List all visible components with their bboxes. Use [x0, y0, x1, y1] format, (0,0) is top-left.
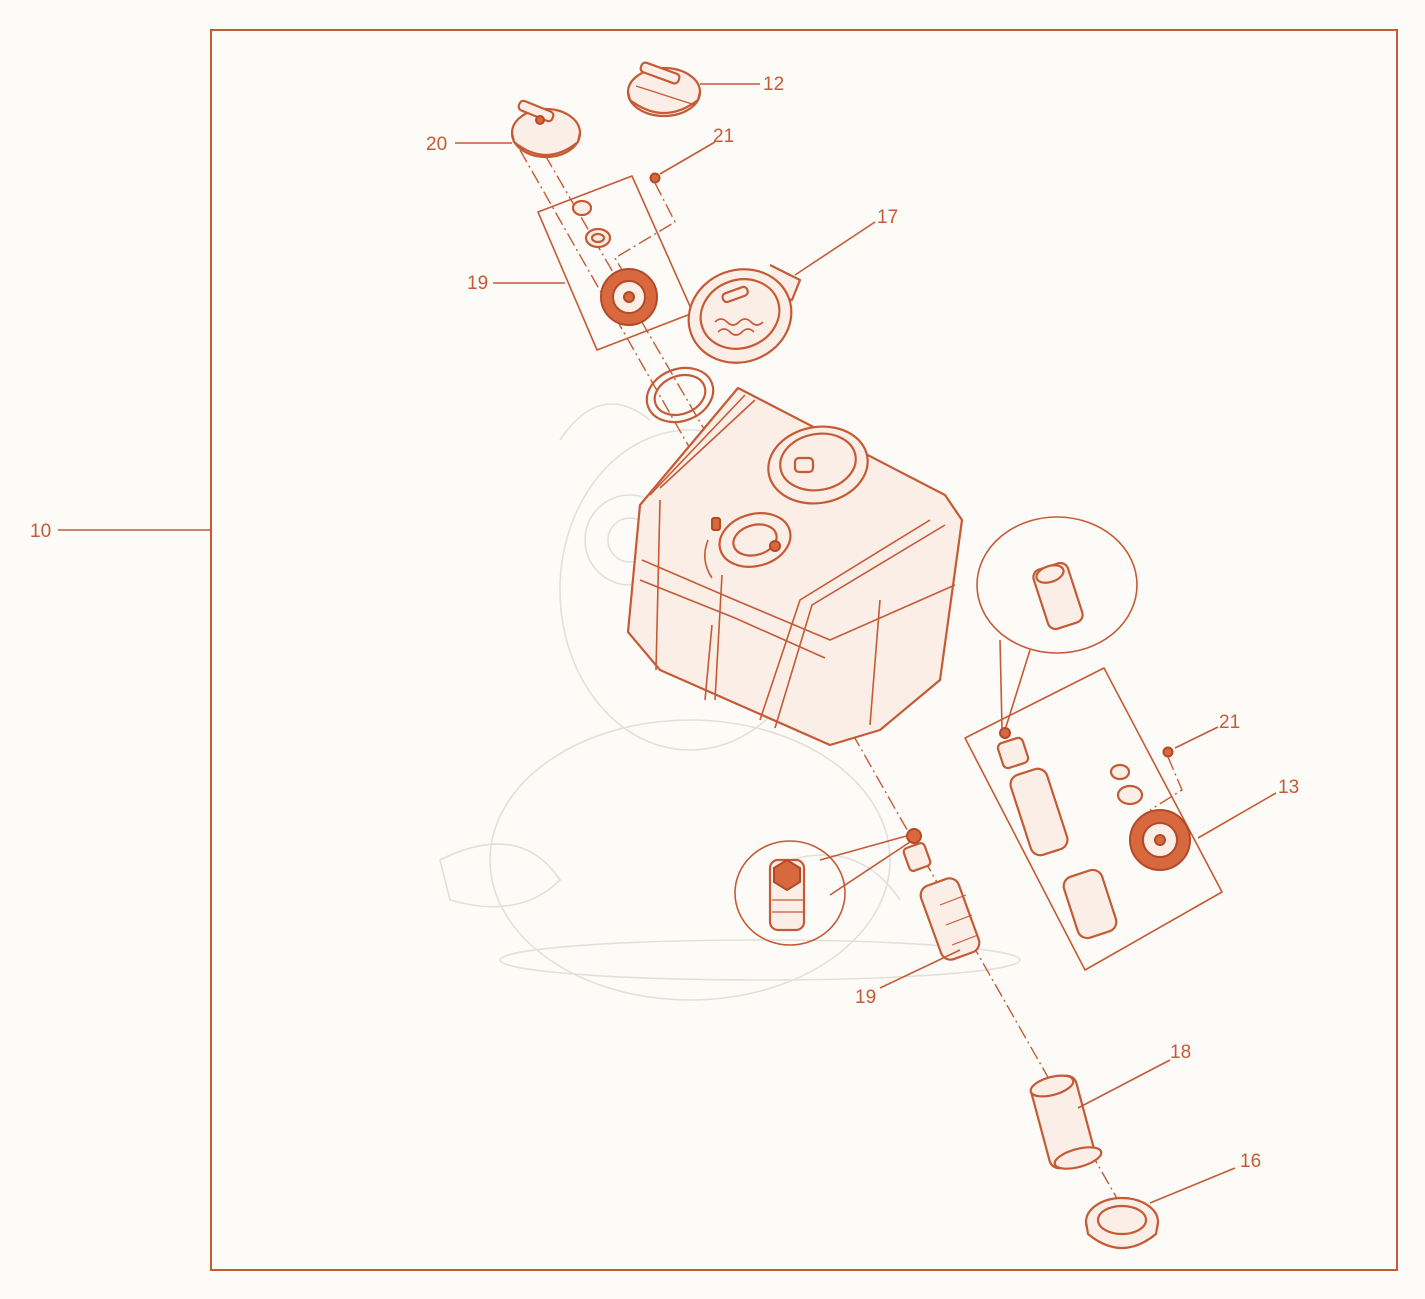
- main-axis-line: [519, 149, 1136, 1231]
- part-20-cap: [510, 99, 582, 159]
- part-19-center-valve: [734, 828, 981, 961]
- part-13-kit: [964, 516, 1223, 971]
- callout-21-right: 21: [1219, 712, 1240, 733]
- part-18-sleeve: [1029, 1074, 1103, 1170]
- callout-21-top: 21: [713, 126, 734, 147]
- callout-18: 18: [1170, 1042, 1191, 1063]
- part-12-cap: [626, 61, 702, 118]
- callout-13: 13: [1278, 777, 1299, 798]
- callout-10: 10: [30, 521, 51, 542]
- callout-16: 16: [1240, 1151, 1261, 1172]
- tank-body: [626, 386, 964, 747]
- callout-19-top: 19: [467, 273, 488, 294]
- part-19-top-kit: [537, 175, 694, 351]
- callout-12: 12: [763, 74, 784, 95]
- callout-20: 20: [426, 134, 447, 155]
- assembly-frame: [210, 29, 1398, 1271]
- callout-19-center: 19: [855, 987, 876, 1008]
- leader-lines: [58, 83, 1277, 1204]
- watermark-mascot: [439, 403, 1021, 1001]
- part-16-nut: [1084, 1196, 1160, 1250]
- callouts: 10 12 20 21 19 17 21 13 19 18 16: [30, 74, 1299, 1172]
- callout-17: 17: [877, 207, 898, 228]
- part-17-gauge-lid: [645, 264, 802, 424]
